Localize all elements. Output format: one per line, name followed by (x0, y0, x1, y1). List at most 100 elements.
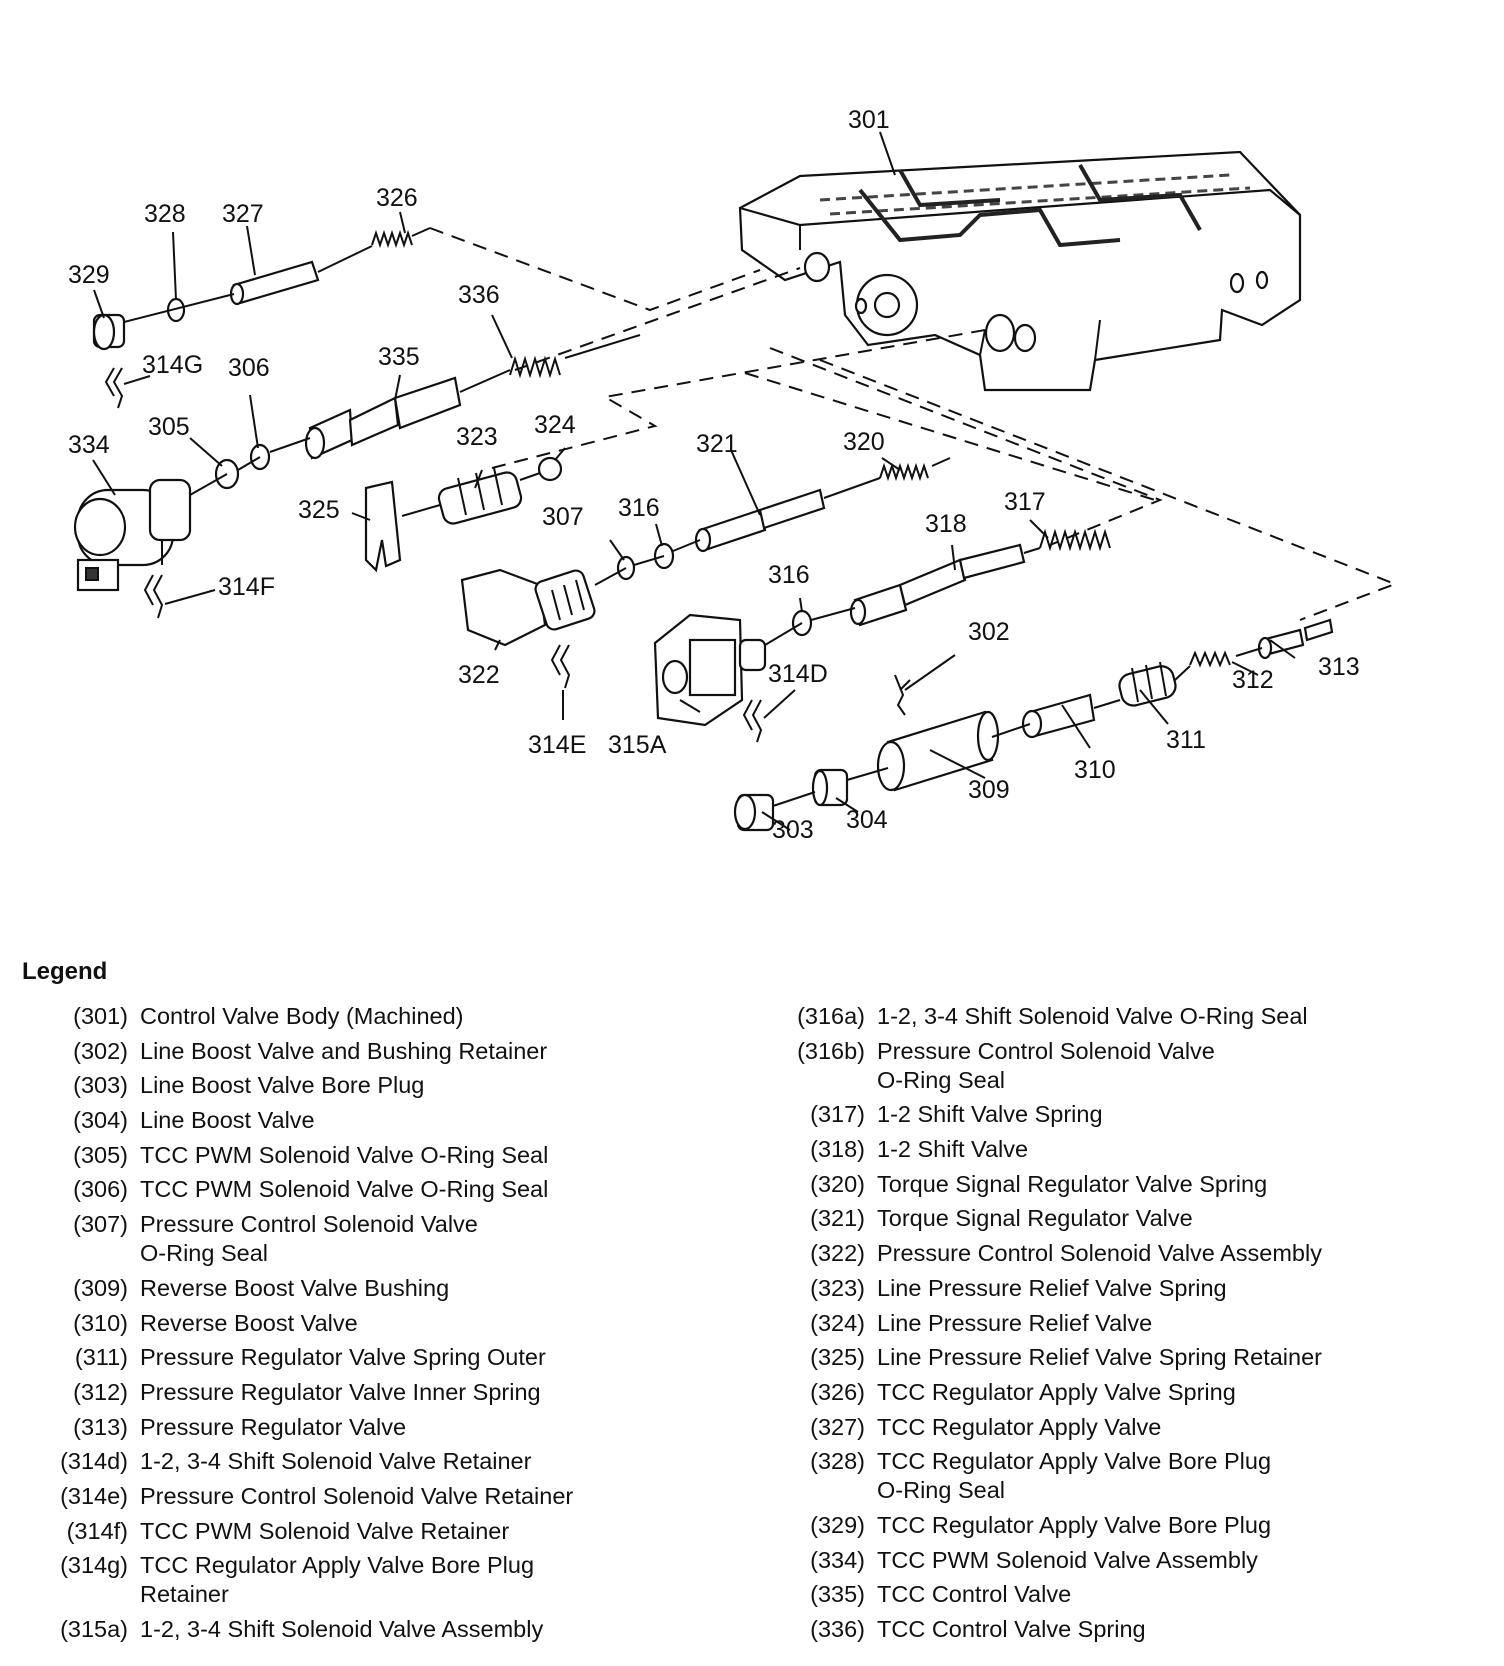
control-valve-body (738, 150, 1302, 392)
legend-item: (314g) TCC Regulator Apply Valve Bore Plu… (26, 1551, 716, 1609)
part-302-retainer (894, 674, 911, 716)
callout-314f: 314F (218, 573, 275, 601)
legend-item: (304)Line Boost Valve (26, 1106, 716, 1135)
legend-item-description: Reverse Boost Valve (140, 1309, 716, 1338)
callout-310: 310 (1074, 756, 1116, 784)
callout-322: 322 (458, 661, 500, 689)
legend-item: (315a)1-2, 3-4 Shift Solenoid Valve Asse… (26, 1615, 716, 1644)
callout-326: 326 (376, 184, 418, 212)
legend-item-description: 1-2 Shift Valve (877, 1135, 1460, 1164)
legend-item-description-line: TCC Control Valve Spring (877, 1616, 1146, 1642)
legend-item-description-line: Reverse Boost Valve Bushing (140, 1274, 450, 1301)
legend-item-description-line: Line Pressure Relief Valve (877, 1309, 1153, 1336)
callout-336: 336 (458, 281, 500, 309)
legend-item: (313) Pressure Regulator Valve (26, 1413, 716, 1442)
part-324-relief-valve (537, 456, 563, 482)
callout-304: 304 (846, 806, 888, 834)
callout-309: 309 (968, 776, 1010, 804)
legend-item: (327)TCC Regulator Apply Valve (760, 1413, 1460, 1442)
part-323-relief-spring (437, 467, 523, 525)
legend-item-description: Pressure Regulator Valve (140, 1413, 716, 1442)
part-311-outer-spring (1118, 661, 1177, 707)
legend-item-number: (329) (810, 1511, 865, 1538)
callout-302: 302 (968, 618, 1010, 646)
legend-item-description-line: O-Ring Seal (140, 1240, 268, 1267)
callout-328: 328 (144, 200, 186, 228)
legend-item: (317)1-2 Shift Valve Spring (760, 1100, 1460, 1129)
callout-314g: 314G (142, 351, 203, 379)
part-326-spring (371, 229, 413, 249)
legend-item-description-line: TCC Regulator Apply Valve Bore Plug (877, 1511, 1272, 1538)
legend-item: (324)Line Pressure Relief Valve (760, 1309, 1460, 1338)
legend-item: (314f) TCC PWM Solenoid Valve Retainer (26, 1517, 716, 1546)
legend-item-description-line: TCC Regulator Apply Valve Bore Plug (877, 1448, 1272, 1475)
legend-item-description: TCC PWM Solenoid Valve Retainer (140, 1517, 716, 1546)
legend-item-description: TCC Regulator Apply Valve Bore Plug (877, 1511, 1460, 1540)
legend-item-description-line: TCC PWM Solenoid Valve Retainer (140, 1517, 510, 1544)
callout-313: 313 (1318, 653, 1360, 681)
part-317-spring (1039, 528, 1111, 552)
legend-item-number: (313) (73, 1413, 128, 1440)
legend-item-number: (328) (810, 1448, 865, 1475)
legend-item-number: (320) (810, 1170, 865, 1197)
callout-311: 311 (1166, 726, 1206, 754)
legend-item-number: (314g) (60, 1552, 128, 1579)
legend-item-description: TCC Control Valve Spring (877, 1615, 1460, 1644)
legend-item-description-line: Pressure Regulator Valve Inner Spring (140, 1378, 541, 1405)
legend-item-number: (314d) (60, 1448, 128, 1475)
legend-item-description: Line Pressure Relief Valve Spring Retain… (877, 1343, 1460, 1372)
callout-301: 301 (848, 106, 890, 134)
legend-item-number: (327) (810, 1413, 865, 1440)
part-315a-shift-solenoid (653, 613, 767, 727)
legend-item-number: (326) (810, 1378, 865, 1405)
legend-item-description: 1-2, 3-4 Shift Solenoid Valve Assembly (140, 1615, 716, 1644)
legend-item-description-line: Line Boost Valve Bore Plug (140, 1072, 425, 1099)
legend-item-description-line: Pressure Control Solenoid Valve (877, 1037, 1215, 1064)
part-335-tcc-control-valve (304, 376, 462, 460)
legend-item-number: (302) (73, 1037, 128, 1064)
part-320-spring (879, 462, 929, 482)
callout-323: 323 (456, 423, 498, 451)
part-312-inner-spring (1189, 650, 1231, 668)
legend-item: (301)Control Valve Body (Machined) (26, 1002, 716, 1031)
legend-item-number: (312) (73, 1378, 128, 1405)
callout-307: 307 (542, 503, 584, 531)
legend-item-description-line: TCC PWM Solenoid Valve O-Ring Seal (140, 1141, 549, 1168)
legend-item-number: (325) (810, 1344, 865, 1371)
legend-item: (323)Line Pressure Relief Valve Spring (760, 1274, 1460, 1303)
legend-item-number: (304) (73, 1107, 128, 1134)
legend-item-description-line: O-Ring Seal (877, 1477, 1005, 1504)
legend-item: (318)1-2 Shift Valve (760, 1135, 1460, 1164)
part-329-bore-plug (92, 313, 126, 351)
part-310-reverse-boost-valve (1021, 693, 1096, 739)
part-321-torque-signal-valve (694, 488, 826, 553)
legend-item-number: (314f) (66, 1517, 128, 1544)
legend-item: (314e)Pressure Control Solenoid Valve Re… (26, 1482, 716, 1511)
callout-320: 320 (843, 428, 885, 456)
legend-item-description: Torque Signal Regulator Valve (877, 1204, 1460, 1233)
callout-305: 305 (148, 413, 190, 441)
legend-item-description-line: TCC Regulator Apply Valve Bore Plug (140, 1552, 535, 1579)
legend-item-description-line: Reverse Boost Valve (140, 1309, 358, 1336)
part-318-shift-valve (849, 543, 1026, 627)
legend-item-description: TCC PWM Solenoid Valve O-Ring Seal (140, 1141, 716, 1170)
legend-right-column: (316a)1-2, 3-4 Shift Solenoid Valve O-Ri… (760, 1002, 1460, 1650)
legend-item-number: (316a) (797, 1003, 865, 1029)
legend-item-description: TCC Control Valve (877, 1580, 1460, 1609)
legend-item-description-line: Pressure Control Solenoid Valve Assembly (877, 1240, 1322, 1267)
legend-item-description: Line Boost Valve and Bushing Retainer (140, 1037, 716, 1066)
legend-item: (334) TCC PWM Solenoid Valve Assembly (760, 1546, 1460, 1575)
legend-item-number: (334) (810, 1546, 865, 1573)
exploded-valve-body-diagram: 301 326 328 327 329 336 335 314G 306 305… (68, 106, 1398, 844)
callout-324: 324 (534, 411, 576, 439)
legend-item-description: TCC PWM Solenoid Valve Assembly (877, 1546, 1460, 1575)
legend-item-description-line: 1-2, 3-4 Shift Solenoid Valve Assembly (140, 1616, 544, 1642)
legend-item-description: Line Pressure Relief Valve Spring (877, 1274, 1460, 1303)
callout-306: 306 (228, 354, 270, 382)
legend-item-number: (321) (810, 1205, 865, 1232)
part-327-apply-valve (229, 260, 320, 306)
legend-item-number: (322) (810, 1240, 865, 1267)
legend-item-description-line: 1-2 Shift Valve Spring (877, 1101, 1103, 1128)
